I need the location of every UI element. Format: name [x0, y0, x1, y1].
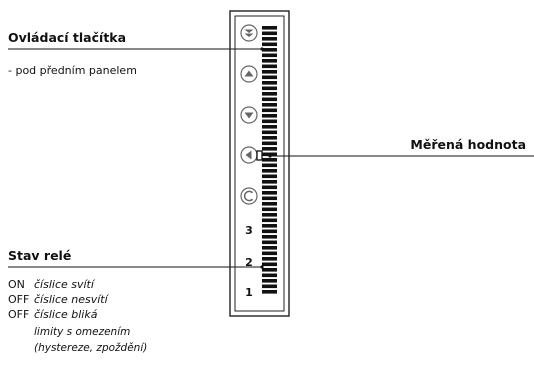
segment — [262, 169, 277, 173]
controls-description: - pod předním panelem — [8, 64, 137, 77]
segment — [262, 224, 277, 228]
segment — [262, 114, 277, 118]
segment — [262, 174, 277, 179]
segment — [262, 196, 277, 201]
relay-status-list: ON číslice svítí OFF číslice nesvítí OFF čí… — [8, 277, 108, 322]
segment — [262, 31, 277, 36]
segment — [262, 213, 277, 217]
up-arrow-icon[interactable] — [240, 65, 258, 83]
segment — [262, 185, 277, 190]
segment — [262, 48, 277, 52]
segment — [262, 81, 277, 85]
segment — [262, 141, 277, 146]
segment — [262, 86, 277, 91]
relay-note-line: limity s omezením — [34, 326, 131, 338]
segment — [262, 262, 277, 267]
segment — [262, 273, 277, 278]
circle-c-icon[interactable] — [240, 187, 258, 205]
leader-lines — [8, 48, 534, 268]
segment — [262, 125, 277, 129]
segment — [262, 246, 277, 250]
status-text: číslice bliká — [34, 308, 98, 321]
relay-number-1: 1 — [245, 286, 253, 299]
segment — [262, 191, 277, 195]
relay-note-line: (hystereze, zpoždění) — [34, 342, 148, 354]
segment — [262, 130, 277, 135]
segment — [262, 152, 277, 157]
measured-value-marker — [256, 150, 263, 161]
segment — [262, 97, 277, 102]
segment — [262, 268, 277, 272]
status-code: ON — [8, 278, 25, 291]
relay-number-2: 2 — [245, 256, 253, 269]
segment — [262, 103, 277, 107]
segment — [262, 70, 277, 74]
relay-note: limity s omezením (hystereze, zpoždění) — [34, 324, 147, 356]
segment — [262, 37, 277, 41]
segment — [262, 240, 277, 245]
measured-value-label: Měřená hodnota — [410, 137, 526, 152]
segment — [262, 202, 277, 206]
segment — [262, 75, 277, 80]
device-frame-inner — [234, 15, 285, 312]
status-text: číslice nesvítí — [34, 293, 108, 306]
segment — [262, 163, 277, 168]
segment-bar — [262, 26, 277, 294]
controls-title: Ovládací tlačítka — [8, 30, 127, 45]
status-text: číslice svítí — [34, 278, 94, 291]
segment — [262, 136, 277, 140]
segment — [262, 207, 277, 212]
segment — [262, 158, 277, 162]
left-arrow-icon[interactable] — [240, 146, 258, 164]
segment — [262, 284, 277, 289]
status-code: OFF — [8, 293, 30, 306]
segment — [262, 53, 277, 58]
status-code: OFF — [8, 308, 30, 321]
double-arrow-icon[interactable] — [240, 24, 258, 42]
relay-leader-dot — [260, 265, 264, 269]
segment — [262, 108, 277, 113]
segment — [262, 180, 277, 184]
segment — [262, 64, 277, 69]
segment — [262, 218, 277, 223]
segment — [262, 26, 277, 30]
segment — [262, 251, 277, 256]
relay-title: Stav relé — [8, 248, 72, 263]
down-arrow-icon[interactable] — [240, 106, 258, 124]
segment — [262, 147, 277, 151]
segment — [262, 229, 277, 234]
segment — [262, 119, 277, 124]
relay-number-3: 3 — [245, 224, 253, 237]
relay-status-row: ON číslice svítí — [8, 277, 108, 292]
relay-status-row: OFF číslice bliká — [8, 307, 108, 322]
segment — [262, 42, 277, 47]
segment — [262, 290, 277, 294]
relay-status-row: OFF číslice nesvítí — [8, 292, 108, 307]
segment — [262, 279, 277, 283]
segment — [262, 59, 277, 63]
segment — [262, 257, 277, 261]
segment — [262, 92, 277, 96]
segment — [262, 235, 277, 239]
device-frame-outer — [229, 10, 290, 317]
